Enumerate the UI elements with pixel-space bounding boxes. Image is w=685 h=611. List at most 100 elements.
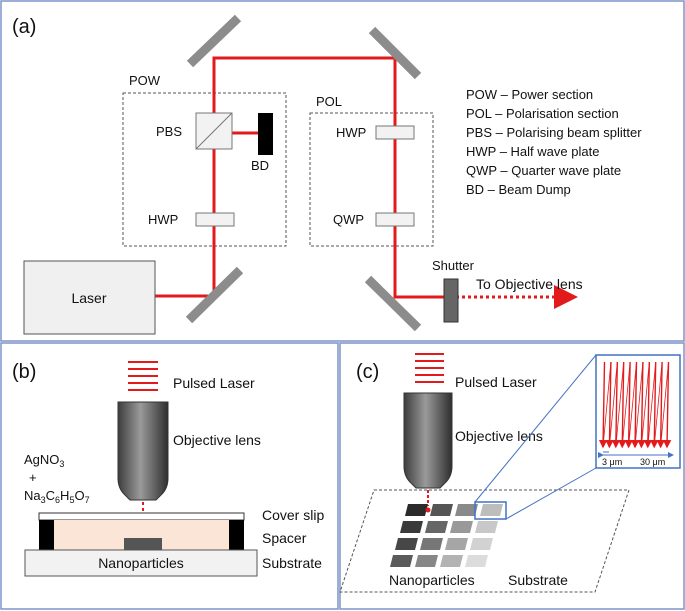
- np-square: [450, 521, 473, 533]
- scan-line-down: [643, 361, 653, 449]
- scan-line-down: [611, 361, 621, 449]
- scan-line-down: [656, 361, 665, 449]
- plus-label: +: [29, 470, 37, 485]
- bd-label: BD: [251, 158, 269, 173]
- pulsed-laser-lines-b: [128, 361, 158, 391]
- scan-line-down: [624, 361, 633, 449]
- scan-line-down: [650, 361, 659, 449]
- laser-beam-path: [155, 56, 450, 299]
- to-objective-label: To Objective lens: [476, 276, 583, 292]
- substrate-label-b: Substrate: [262, 555, 322, 571]
- scan-line-return: [609, 361, 618, 448]
- pow-section-box: [122, 92, 287, 247]
- scan-line-return: [615, 361, 625, 448]
- np-square: [415, 555, 438, 567]
- objective-lens-b: [117, 401, 169, 501]
- scan-line-return: [621, 361, 631, 448]
- pol-section-box: [309, 112, 434, 247]
- zoom-connector-bottom: [505, 467, 597, 520]
- scan-line-return: [641, 361, 650, 448]
- np-square: [455, 504, 478, 516]
- qwp-label: QWP: [333, 212, 364, 227]
- panel-a-label: (a): [12, 16, 36, 38]
- cover-slip: [38, 512, 245, 521]
- np-square: [445, 538, 468, 550]
- laser-label: Laser: [71, 290, 106, 306]
- legend-item: POW – Power section: [466, 87, 593, 102]
- scan-line-return: [660, 361, 669, 448]
- objective-lens-label-c: Objective lens: [455, 428, 543, 444]
- hwp-pow-label: HWP: [148, 212, 178, 227]
- np-square: [395, 538, 418, 550]
- shutter-label: Shutter: [432, 258, 475, 273]
- np-square: [430, 504, 453, 516]
- pow-label: POW: [129, 73, 161, 88]
- np-square: [390, 555, 413, 567]
- scan-line-down: [630, 361, 640, 449]
- nanoparticles-label-b: Nanoparticles: [98, 555, 184, 571]
- np-square: [465, 555, 488, 567]
- np-square: [470, 538, 493, 550]
- mirror-bottom-right: [364, 275, 422, 332]
- pol-label: POL: [316, 94, 342, 109]
- substrate-b: [24, 549, 258, 577]
- np-square: [475, 521, 498, 533]
- beam-dump: [258, 113, 273, 155]
- legend: POW – Power section POL – Polarisation s…: [466, 87, 642, 197]
- substrate-label-c: Substrate: [508, 572, 568, 588]
- scan-line-return: [653, 361, 663, 448]
- scan-line-down: [662, 361, 672, 449]
- hwp-pol-plate: [375, 125, 415, 140]
- zoom-source-box: [474, 501, 507, 520]
- spacer-label: Spacer: [262, 530, 307, 546]
- shutter: [443, 278, 459, 323]
- panel-c-label: (c): [356, 361, 379, 383]
- cover-slip-label: Cover slip: [262, 507, 324, 523]
- np-square: [480, 504, 503, 516]
- np-square: [425, 521, 448, 533]
- pbs-label: PBS: [156, 124, 182, 139]
- nanoparticle-grid: [390, 504, 503, 567]
- nanoparticle-deposit-b: [124, 538, 162, 550]
- scale-small-label: 3 μm: [602, 457, 622, 467]
- legend-item: PBS – Polarising beam splitter: [466, 125, 642, 140]
- zoom-connector-top: [474, 354, 597, 503]
- np-square: [405, 504, 428, 516]
- agno3-label: AgNO3: [24, 452, 64, 469]
- mirror-top-left: [186, 14, 242, 68]
- scan-line-down: [637, 361, 646, 449]
- laser-box: [23, 260, 156, 335]
- np-square: [420, 538, 443, 550]
- legend-item: HWP – Half wave plate: [466, 144, 599, 159]
- legend-item: QWP – Quarter wave plate: [466, 163, 621, 178]
- nanoparticles-label-c: Nanoparticles: [389, 572, 475, 588]
- scan-line-down: [618, 361, 627, 449]
- spacer-right: [229, 520, 244, 550]
- scale-large-label: 30 μm: [640, 457, 665, 467]
- np-square: [400, 521, 423, 533]
- citrate-label: Na3C6H5O7: [24, 488, 90, 505]
- qwp-plate: [375, 212, 415, 227]
- scan-line-return: [628, 361, 637, 448]
- pbs-diagonal: [195, 112, 233, 150]
- scan-line-return: [634, 361, 644, 448]
- panel-c-frame: [339, 342, 685, 610]
- scan-line-return: [647, 361, 657, 448]
- hwp-pol-label: HWP: [336, 125, 366, 140]
- hwp-pow-plate: [195, 212, 235, 227]
- objective-lens-label-b: Objective lens: [173, 432, 261, 448]
- panel-a-frame: [0, 0, 685, 342]
- spacer-left: [39, 520, 54, 550]
- scan-line-down: [598, 361, 608, 449]
- focus-spot: [425, 507, 431, 513]
- pulsed-laser-label-b: Pulsed Laser: [173, 375, 255, 391]
- substrate-c: [339, 489, 630, 593]
- objective-lens-c: [403, 392, 453, 489]
- scan-line-return: [602, 361, 612, 448]
- panel-b-frame: [0, 342, 339, 610]
- scan-line-down: [605, 361, 614, 449]
- legend-item: BD – Beam Dump: [466, 182, 571, 197]
- scan-pattern: [598, 361, 672, 449]
